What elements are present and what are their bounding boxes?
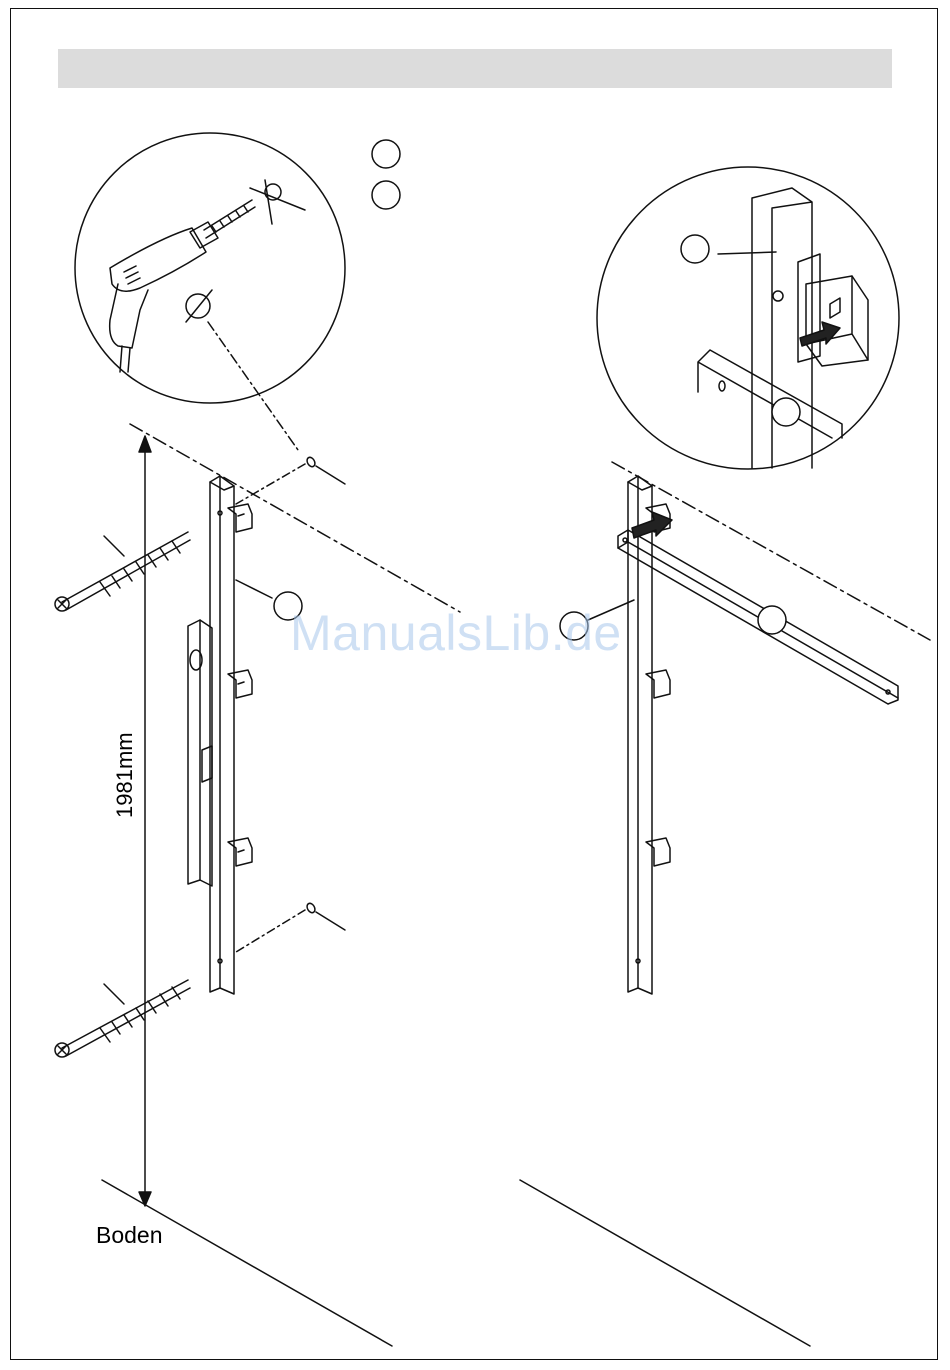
wall-anchor-icon-2 [55, 980, 190, 1057]
wall-anchor-icon [55, 532, 190, 611]
watermark: ManualsLib.de [290, 604, 622, 662]
dimension-label: 1981mm [112, 732, 138, 818]
wall-rail-left [210, 476, 252, 994]
callout-circle-bar [758, 606, 786, 634]
bracket-detail-circle [597, 167, 899, 469]
spirit-level-icon [188, 620, 212, 886]
dimension-arrow [139, 436, 151, 1206]
diameter-symbol-icon [186, 290, 212, 322]
drill-detail-circle [75, 133, 345, 403]
floor-line-left [102, 1180, 392, 1346]
floor-label: Boden [96, 1222, 163, 1249]
legend-circle-1 [372, 140, 400, 168]
floor-line-right [520, 1180, 810, 1346]
legend-circle-2 [372, 181, 400, 209]
drill-icon [110, 200, 255, 372]
